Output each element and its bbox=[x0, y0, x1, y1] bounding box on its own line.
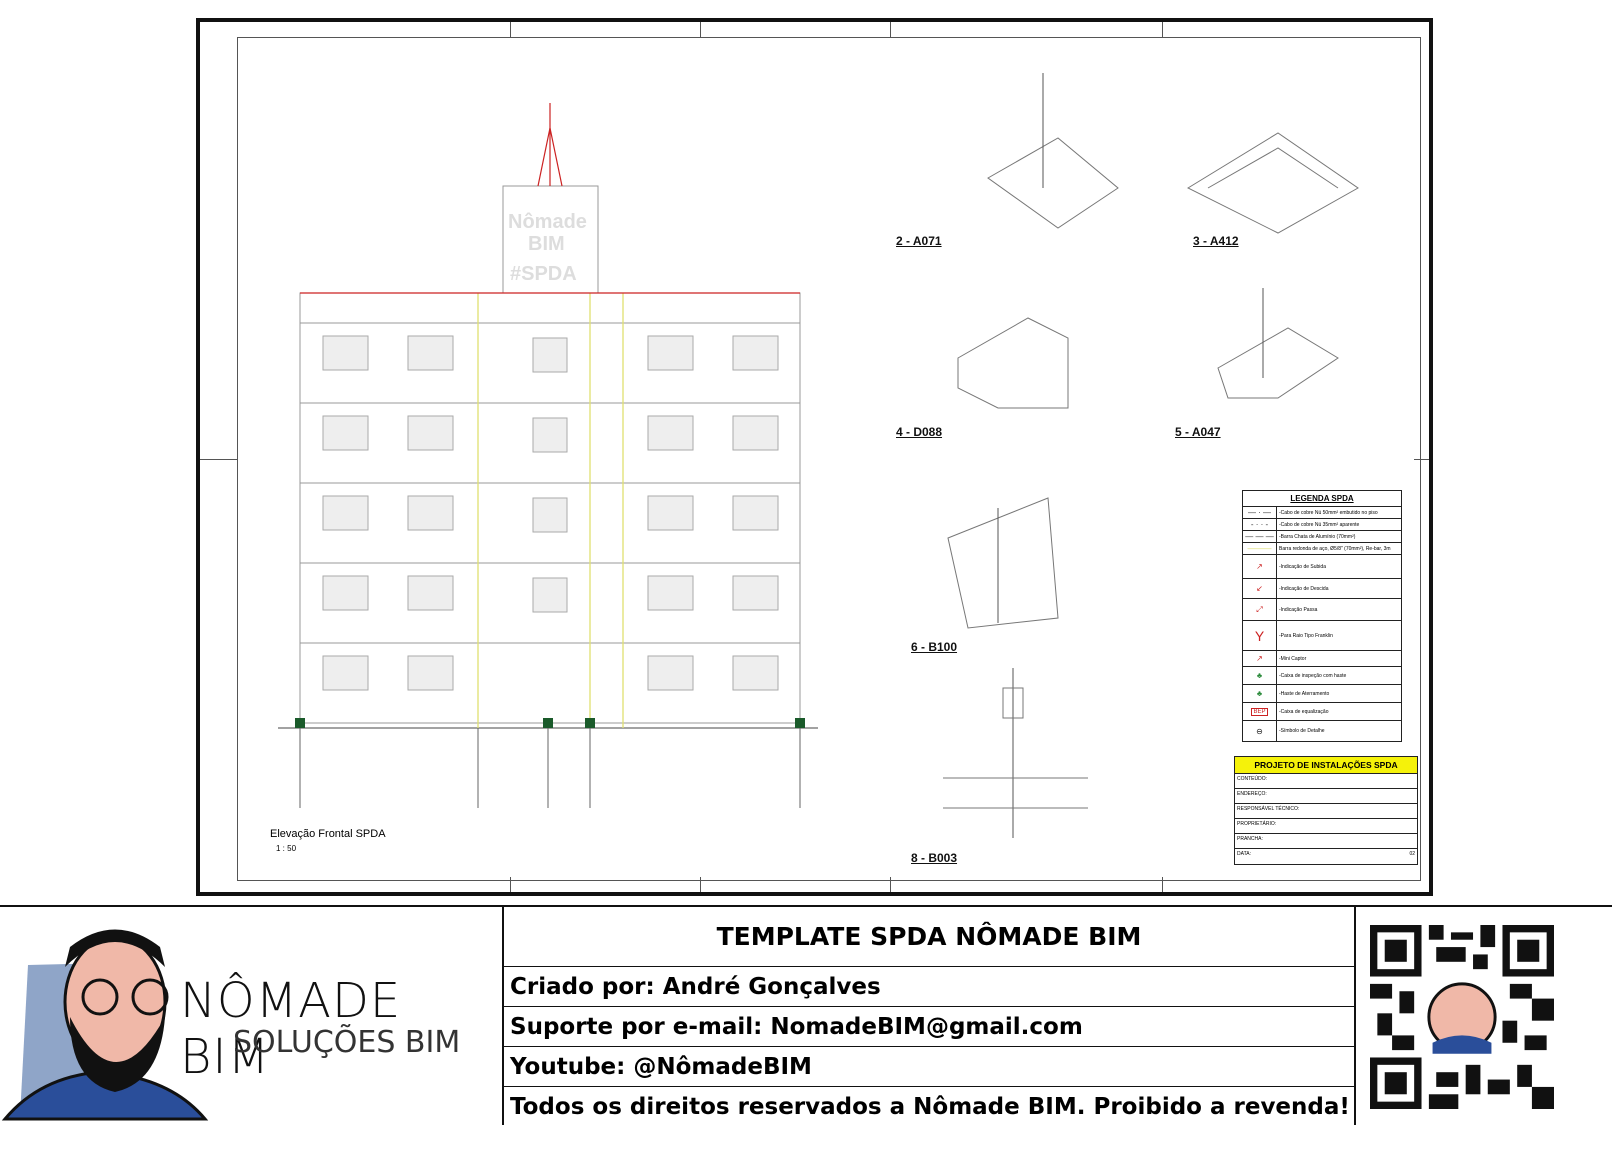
legend-table: LEGENDA SPDA — · —-Cabo de cobre Nú 50mm… bbox=[1242, 490, 1402, 742]
elevation-scale: 1 : 50 bbox=[276, 844, 297, 853]
down-arrow-icon: ↙ bbox=[1243, 579, 1277, 598]
watermark-line: Nômade bbox=[508, 211, 587, 233]
info-support-email[interactable]: Suporte por e-mail: NomadeBIM@gmail.com bbox=[504, 1007, 1354, 1047]
detail-label: 6 - B100 bbox=[911, 640, 958, 654]
template-title: TEMPLATE SPDA NÔMADE BIM bbox=[504, 907, 1354, 967]
detail-label: 4 - D088 bbox=[896, 425, 943, 439]
up-arrow-icon: ↗ bbox=[1243, 555, 1277, 578]
legend-title: LEGENDA SPDA bbox=[1243, 491, 1401, 507]
title-block-title: PROJETO DE INSTALAÇÕES SPDA bbox=[1235, 757, 1417, 774]
legend-item: -Indicação Passa bbox=[1279, 606, 1318, 613]
legend-item: -Indicação de Descida bbox=[1279, 585, 1329, 592]
mini-captor-icon: ↗ bbox=[1243, 651, 1277, 666]
detail-label: 3 - A412 bbox=[1193, 234, 1239, 248]
title-block-field: CONTEÚDO: bbox=[1235, 774, 1417, 789]
detail-label: 5 - A047 bbox=[1175, 425, 1221, 439]
detail-label: 2 - A071 bbox=[896, 234, 942, 248]
legend-item: -Símbolo de Detalhe bbox=[1279, 728, 1325, 734]
detail-label: 8 - B003 bbox=[911, 851, 958, 865]
detail-symbol-icon: ⊖ bbox=[1243, 721, 1277, 741]
info-youtube[interactable]: Youtube: @NômadeBIM bbox=[504, 1047, 1354, 1087]
legend-item: -Caixa de equalização bbox=[1279, 708, 1329, 715]
building-elevation: Nômade BIM #SPDA 1 bbox=[278, 103, 818, 808]
title-block-field: PROPRIETÁRIO: bbox=[1235, 819, 1417, 834]
footer-band: NÔMADE BIM SOLUÇÕES BIM TEMPLATE SPDA NÔ… bbox=[0, 905, 1612, 1152]
qr-code[interactable] bbox=[1370, 925, 1554, 1109]
legend-item: -Barra Chata de Alumínio (70mm²) bbox=[1279, 533, 1356, 540]
detail-drawings bbox=[943, 73, 1359, 838]
legend-item: -Cabo de cobre Nú 50mm² embutido no piso bbox=[1279, 509, 1378, 516]
info-author: Criado por: André Gonçalves bbox=[504, 967, 1354, 1007]
sheet-number: 02 bbox=[1409, 851, 1415, 857]
info-rights: Todos os direitos reservados a Nômade BI… bbox=[510, 1094, 1350, 1120]
logo-main-text: NÔMADE BIM bbox=[180, 973, 402, 1085]
bep-icon: BEP bbox=[1243, 703, 1277, 720]
watermark-line: BIM bbox=[528, 233, 565, 255]
drawing-frame: Nômade BIM #SPDA 1 Elevação Frontal SPDA… bbox=[237, 37, 1421, 881]
title-block: PROJETO DE INSTALAÇÕES SPDA CONTEÚDO: EN… bbox=[1234, 756, 1418, 865]
ground-rod-icon: ♣ bbox=[1243, 685, 1277, 702]
drawing-sheet: Nômade BIM #SPDA 1 Elevação Frontal SPDA… bbox=[196, 18, 1433, 896]
legend-item: -Caixa de inspeção com haste bbox=[1279, 672, 1347, 679]
legend-item: Barra redonda de aço, Ø5/8" (70mm²), Re-… bbox=[1279, 545, 1391, 552]
legend-item: -Para Raio Tipo Franklin bbox=[1279, 632, 1333, 639]
pass-arrow-icon: ⤢ bbox=[1243, 599, 1277, 620]
title-block-field: ENDEREÇO: bbox=[1235, 789, 1417, 804]
inspection-box-icon: ♣ bbox=[1243, 667, 1277, 684]
brand-logo: NÔMADE BIM SOLUÇÕES BIM bbox=[0, 907, 502, 1125]
avatar-illustration bbox=[1, 929, 209, 1121]
legend-item: -Indicação de Subida bbox=[1279, 563, 1326, 570]
elevation-title: Elevação Frontal SPDA bbox=[270, 828, 386, 840]
legend-item: -Mini Captor bbox=[1279, 655, 1307, 662]
title-block-field: DATA: bbox=[1237, 851, 1251, 857]
title-block-field: PRANCHA: bbox=[1235, 834, 1417, 849]
title-block-field: RESPONSÁVEL TÉCNICO: bbox=[1235, 804, 1417, 819]
legend-item: -Haste de Aterramento bbox=[1279, 690, 1330, 697]
legend-item: -Cabo de cobre Nú 35mm² aparente bbox=[1279, 521, 1360, 528]
logo-sub-text: SOLUÇÕES BIM bbox=[233, 1025, 461, 1060]
info-table: TEMPLATE SPDA NÔMADE BIM Criado por: And… bbox=[502, 907, 1356, 1125]
franklin-rod-icon: Y bbox=[1243, 621, 1277, 650]
watermark-line: #SPDA bbox=[510, 263, 577, 285]
